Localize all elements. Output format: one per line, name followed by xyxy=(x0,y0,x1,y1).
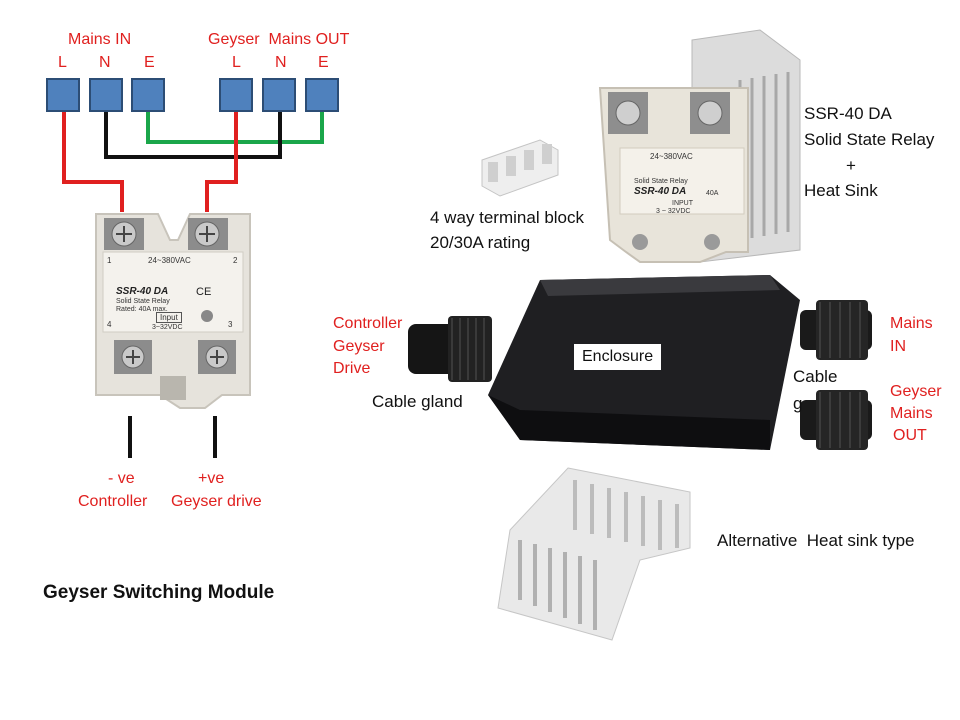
right-bottom-gland-photo xyxy=(800,390,872,450)
left-gland-photo xyxy=(408,316,492,382)
terminal-block-photo xyxy=(481,139,559,197)
terminal-block-caption-2: 20/30A rating xyxy=(430,233,531,252)
terminal-mains-in-e xyxy=(131,78,165,112)
mains-in-pin-l: L xyxy=(58,54,67,71)
ssr-pin-3: 3 xyxy=(228,320,233,329)
right-gland-caption: Cable xyxy=(793,367,838,386)
ssr-heatsink-photo-input: INPUT xyxy=(672,200,693,207)
neutral-wire xyxy=(104,112,282,159)
ssr-heatsink-caption-4: Heat Sink xyxy=(804,181,878,200)
ssr-heatsink-caption-1: SSR-40 DA xyxy=(804,104,892,123)
geyser-out-pin-l: L xyxy=(232,54,241,71)
geyser-out-pin-e: E xyxy=(318,54,329,71)
right-bottom-gland-label-1: Geyser xyxy=(890,383,942,400)
right-top-gland-label-2: IN xyxy=(890,338,906,355)
ssr-heatsink-photo-model: SSR-40 DA xyxy=(634,186,687,197)
ssr-voltage-ac: 24~380VAC xyxy=(148,256,191,265)
alt-heatsink-caption: Alternative Heat sink type xyxy=(717,531,915,550)
live-in-wire xyxy=(62,112,124,212)
right-top-gland-photo xyxy=(800,300,872,360)
ssr-heatsink-photo-ac: 24~380VAC xyxy=(650,152,693,161)
terminal-geyser-out-n xyxy=(262,78,296,112)
geyser-out-title: Geyser Mains OUT xyxy=(208,31,350,48)
right-gland-caption-partial: g xyxy=(793,394,803,413)
alt-heatsink-photo xyxy=(497,467,691,641)
left-gland-label-2: Geyser xyxy=(333,338,385,355)
ssr-rating: Rated: 40A max. xyxy=(116,306,168,313)
left-gland-label-1: Controller xyxy=(333,315,403,332)
ssr-heatsink-photo-type: Solid State Relay xyxy=(634,178,688,185)
neg-label: - ve xyxy=(108,470,135,487)
ssr-module-photo xyxy=(95,213,251,409)
ssr-heatsink-photo-dc: 3 ~ 32VDC xyxy=(656,208,691,215)
terminal-mains-in-n xyxy=(89,78,123,112)
ssr-pin-1: 1 xyxy=(107,256,112,265)
pos-geyser-drive-label: Geyser drive xyxy=(171,493,262,510)
live-out-wire xyxy=(205,112,238,212)
ssr-ce-mark: CE xyxy=(196,286,212,298)
ssr-input-label: Input xyxy=(156,312,182,323)
ssr-voltage-dc: 3~32VDC xyxy=(152,324,183,331)
ssr-model: SSR-40 DA xyxy=(116,286,169,297)
terminal-geyser-out-l xyxy=(219,78,253,112)
ssr-heatsink-photo xyxy=(598,29,801,263)
geyser-out-pin-n: N xyxy=(275,54,287,71)
module-title: Geyser Switching Module xyxy=(43,582,275,603)
enclosure-label: Enclosure xyxy=(574,344,662,370)
pos-label: +ve xyxy=(198,470,225,487)
ssr-heatsink-photo-rating: 40A xyxy=(706,190,719,197)
ssr-type: Solid State Relay xyxy=(116,298,170,305)
right-top-gland-label-1: Mains xyxy=(890,315,933,332)
left-gland-label-3: Drive xyxy=(333,360,371,377)
left-gland-caption: Cable gland xyxy=(372,392,463,411)
ssr-pin-4: 4 xyxy=(107,320,112,329)
right-bottom-gland-label-2: Mains xyxy=(890,405,933,422)
terminal-block-caption-1: 4 way terminal block xyxy=(430,208,585,227)
right-bottom-gland-label-3: OUT xyxy=(893,427,927,444)
ssr-heatsink-caption-3: + xyxy=(846,156,856,175)
mains-in-pin-n: N xyxy=(99,54,111,71)
neg-controller-label: Controller xyxy=(78,493,148,510)
ssr-pin-2: 2 xyxy=(233,256,238,265)
terminal-mains-in-l xyxy=(46,78,80,112)
mains-in-title: Mains IN xyxy=(68,31,132,48)
terminal-geyser-out-e xyxy=(305,78,339,112)
ssr-heatsink-caption-2: Solid State Relay xyxy=(804,130,935,149)
mains-in-pin-e: E xyxy=(144,54,155,71)
